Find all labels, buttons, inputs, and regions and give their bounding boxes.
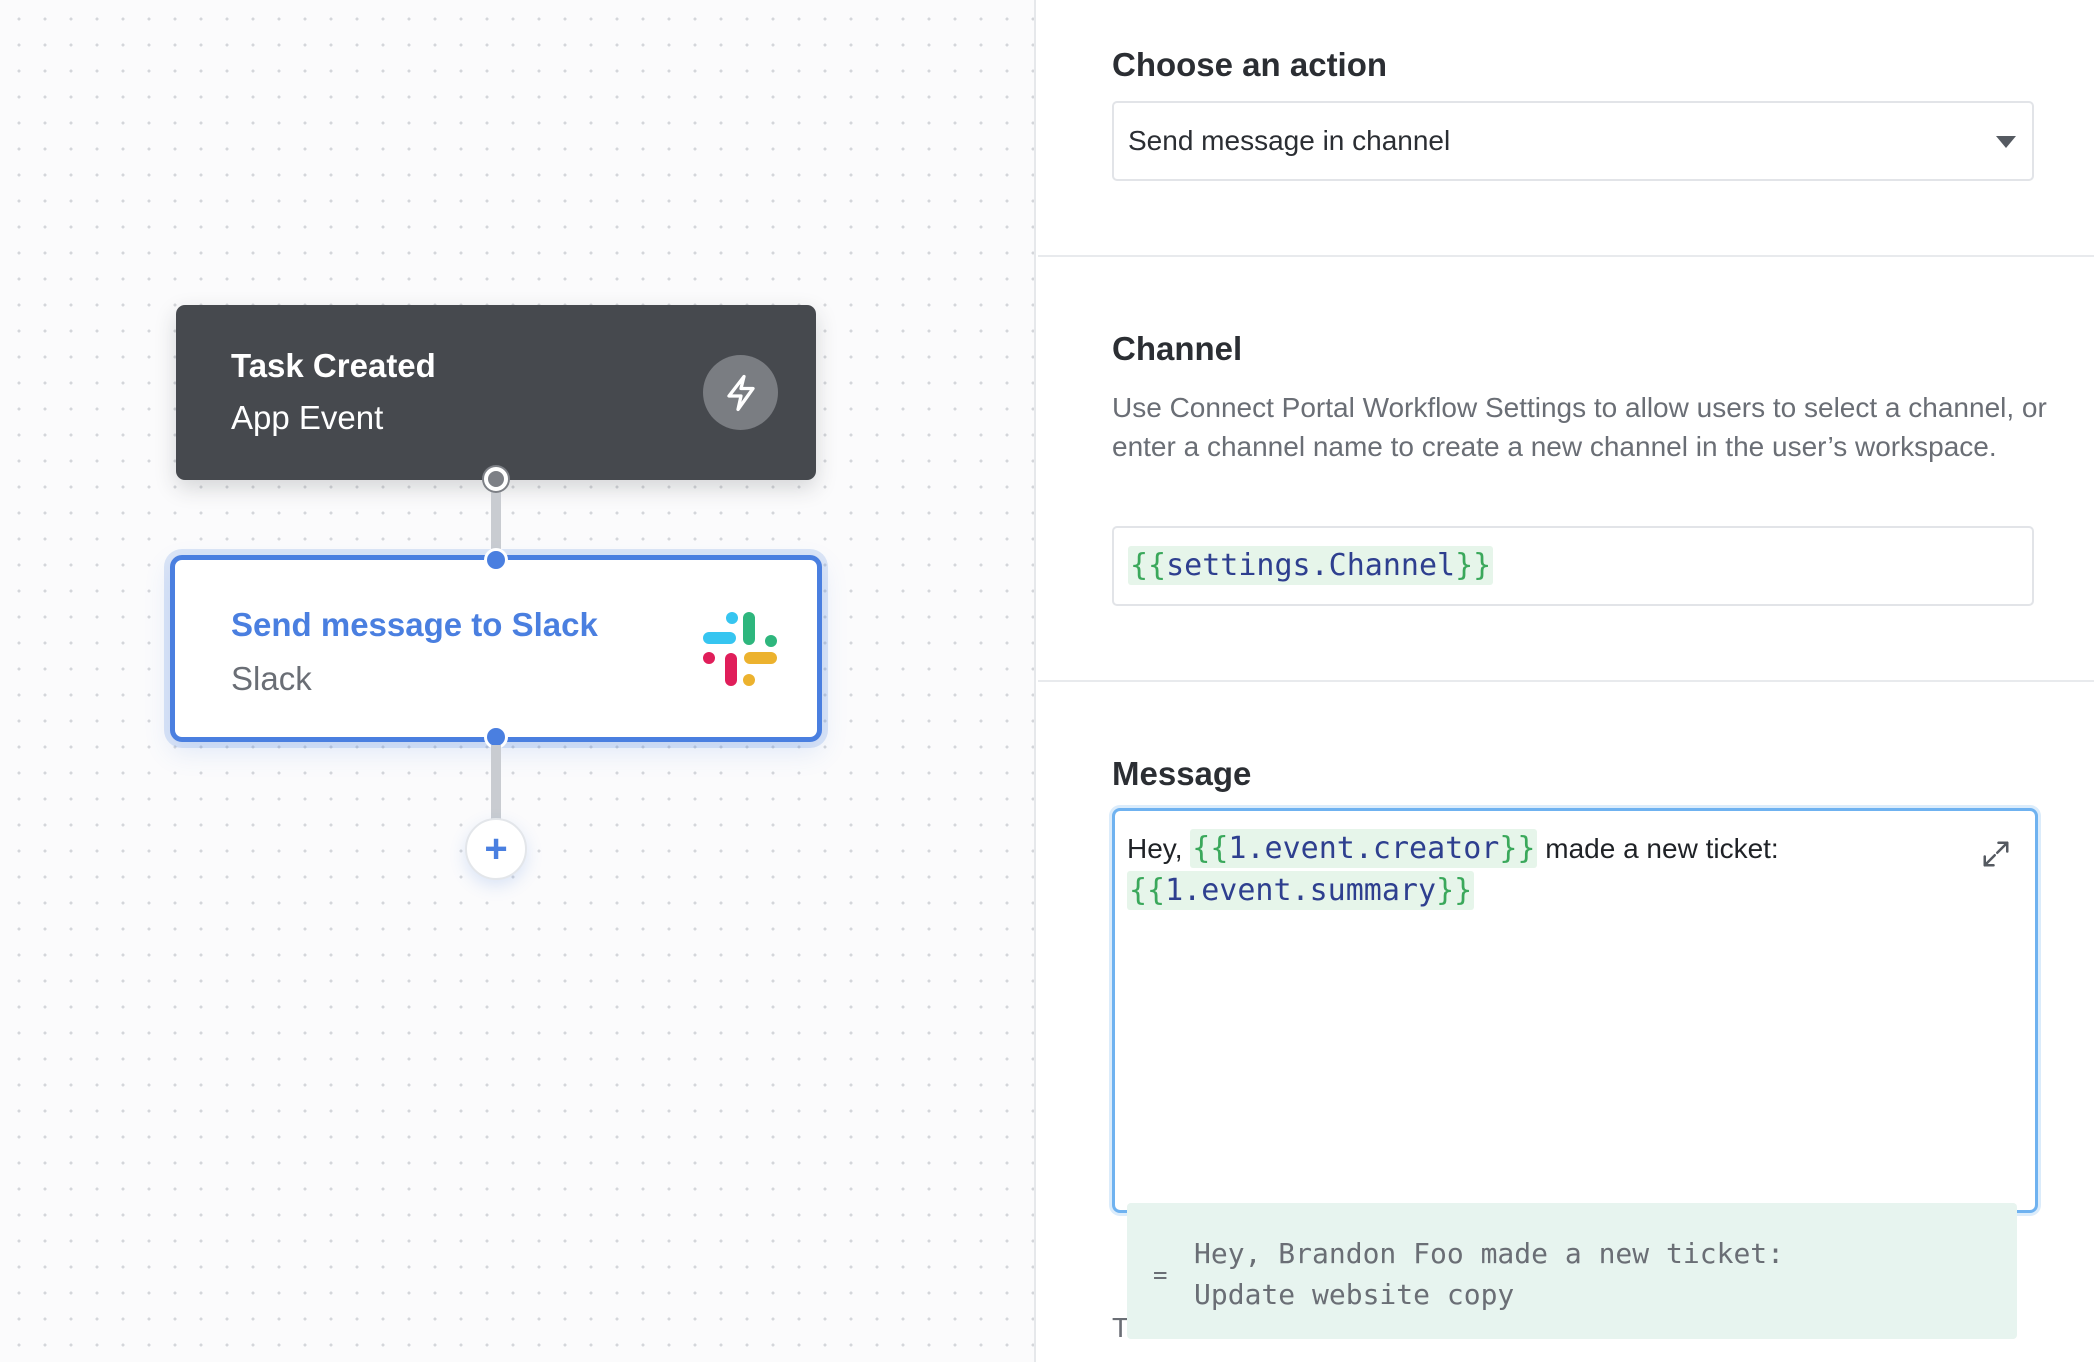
channel-label: Channel (1112, 330, 1243, 367)
action-node-title: Send message to Slack (231, 606, 598, 643)
expand-icon[interactable] (1981, 839, 2011, 869)
action-select-value: Send message in channel (1128, 125, 1451, 156)
preview-text: Hey, Brandon Foo made a new ticket: Upda… (1194, 1237, 1785, 1311)
section-divider-2 (1038, 680, 2094, 682)
summary-variable-token: {{1.event.summary}} (1127, 871, 1475, 910)
chevron-down-icon (1996, 136, 2016, 148)
message-line-2: {{1.event.summary}} (1127, 871, 1475, 910)
choose-action-label: Choose an action (1112, 46, 1388, 83)
channel-input[interactable]: {{settings.Channel}} (1112, 526, 2034, 606)
channel-variable-token: {{settings.Channel}} (1128, 546, 1494, 585)
connector-line-1 (491, 480, 501, 560)
creator-variable-token: {{1.event.creator}} (1190, 829, 1538, 868)
slack-logo-icon (703, 612, 777, 686)
trigger-node-title: Task Created (231, 347, 436, 384)
action-node[interactable]: Send message to Slack Slack (170, 555, 822, 742)
add-step-button[interactable]: + (465, 818, 527, 880)
trigger-node-subtitle: App Event (231, 399, 384, 436)
message-preview-tooltip: = Hey, Brandon Foo made a new ticket: Up… (1127, 1203, 2017, 1339)
equals-icon: = (1153, 1261, 1168, 1289)
lightning-bolt-icon (703, 355, 778, 430)
workflow-canvas[interactable]: Task Created App Event Send message to S… (0, 0, 1036, 1362)
action-input-port[interactable] (484, 548, 508, 572)
message-label: Message (1112, 755, 1252, 792)
action-node-subtitle: Slack (231, 660, 312, 697)
settings-panel: Choose an action Send message in channel… (1038, 0, 2094, 1362)
message-textarea[interactable]: Hey, {{1.event.creator}} made a new tick… (1112, 808, 2038, 1213)
trigger-node[interactable]: Task Created App Event (176, 305, 816, 480)
truncated-helper-text: T (1112, 1312, 1130, 1343)
message-line-1: Hey, {{1.event.creator}} made a new tick… (1127, 829, 1779, 868)
trigger-output-port[interactable] (484, 467, 508, 491)
section-divider-1 (1038, 255, 2094, 257)
channel-help-text: Use Connect Portal Workflow Settings to … (1112, 392, 2047, 462)
connector-line-2 (491, 745, 501, 820)
action-select[interactable]: Send message in channel (1112, 101, 2034, 181)
